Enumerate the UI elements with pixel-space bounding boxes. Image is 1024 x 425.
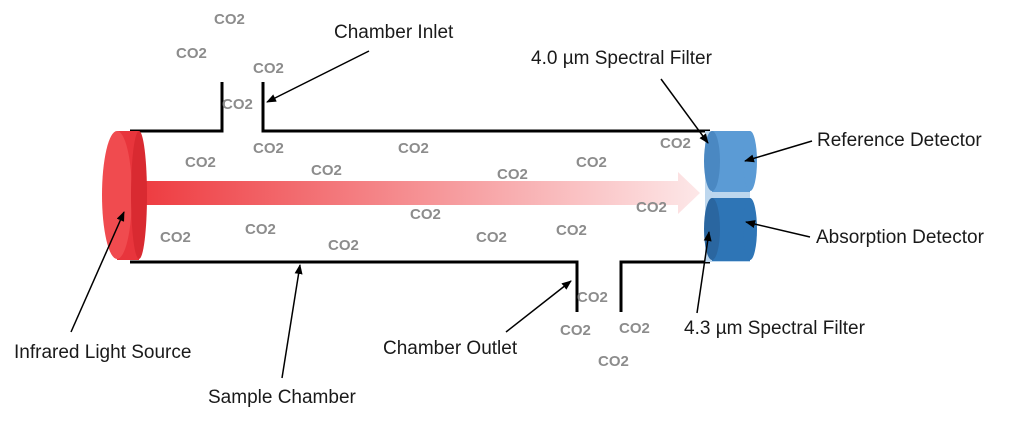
co2-molecule-label: CO2 <box>476 229 507 246</box>
co2-molecule-label: CO2 <box>214 11 245 28</box>
reference-detector-pointer <box>744 140 813 163</box>
spectral-filter-40-label: 4.0 µm Spectral Filter <box>531 48 713 69</box>
reference-detector-label: Reference Detector <box>817 130 982 151</box>
co2-molecule-label: CO2 <box>577 289 608 306</box>
co2-molecule-label: CO2 <box>497 166 528 183</box>
spectral-filter-43-label: 4.3 µm Spectral Filter <box>684 318 866 339</box>
pointer-arrows <box>70 50 813 379</box>
co2-molecule-label: CO2 <box>410 206 441 223</box>
co2-molecule-label: CO2 <box>398 140 429 157</box>
chamber-bottom-wall-right <box>619 260 710 312</box>
chamber-top-wall-left <box>130 82 224 133</box>
filter-43-pointer <box>696 231 712 314</box>
sample-chamber-label: Sample Chamber <box>208 387 357 408</box>
absorption-detector-label: Absorption Detector <box>816 227 985 248</box>
co2-molecule-label: CO2 <box>576 154 607 171</box>
co2-molecule-label: CO2 <box>560 322 591 339</box>
light-source-pointer <box>70 211 125 333</box>
co2-molecule-label: CO2 <box>253 60 284 77</box>
sample-chamber-pointer <box>281 264 303 379</box>
co2-molecule-label: CO2 <box>253 140 284 157</box>
co2-molecule-label: CO2 <box>598 353 629 370</box>
co2-molecule-label: CO2 <box>176 45 207 62</box>
chamber-inlet-pointer <box>266 50 370 103</box>
co2-molecule-label: CO2 <box>245 221 276 238</box>
sample-chamber-walls <box>130 82 710 312</box>
chamber-outlet-label: Chamber Outlet <box>383 338 518 359</box>
chamber-bottom-wall-left <box>130 260 579 312</box>
chamber-inlet-label: Chamber Inlet <box>334 22 454 43</box>
chamber-outlet-pointer <box>505 280 572 333</box>
reference-detector <box>704 131 757 192</box>
co2-molecule-label: CO2 <box>660 135 691 152</box>
co2-molecule-label: CO2 <box>636 199 667 216</box>
filter-40-pointer <box>660 78 709 144</box>
absorption-detector-pointer <box>745 220 811 238</box>
co2-molecule-label: CO2 <box>556 222 587 239</box>
co2-molecule-label: CO2 <box>160 229 191 246</box>
co2-molecule-label: CO2 <box>222 96 253 113</box>
infrared-light-source-label: Infrared Light Source <box>14 342 191 363</box>
co2-molecule-label: CO2 <box>185 154 216 171</box>
infrared-light-source <box>102 131 147 260</box>
chamber-top-wall-right <box>261 82 710 133</box>
infrared-beam-arrow <box>140 172 700 214</box>
co2-molecule-label: CO2 <box>311 162 342 179</box>
co2-molecule-label: CO2 <box>328 237 359 254</box>
co2-molecule-label: CO2 <box>619 320 650 337</box>
absorption-detector <box>704 198 757 261</box>
